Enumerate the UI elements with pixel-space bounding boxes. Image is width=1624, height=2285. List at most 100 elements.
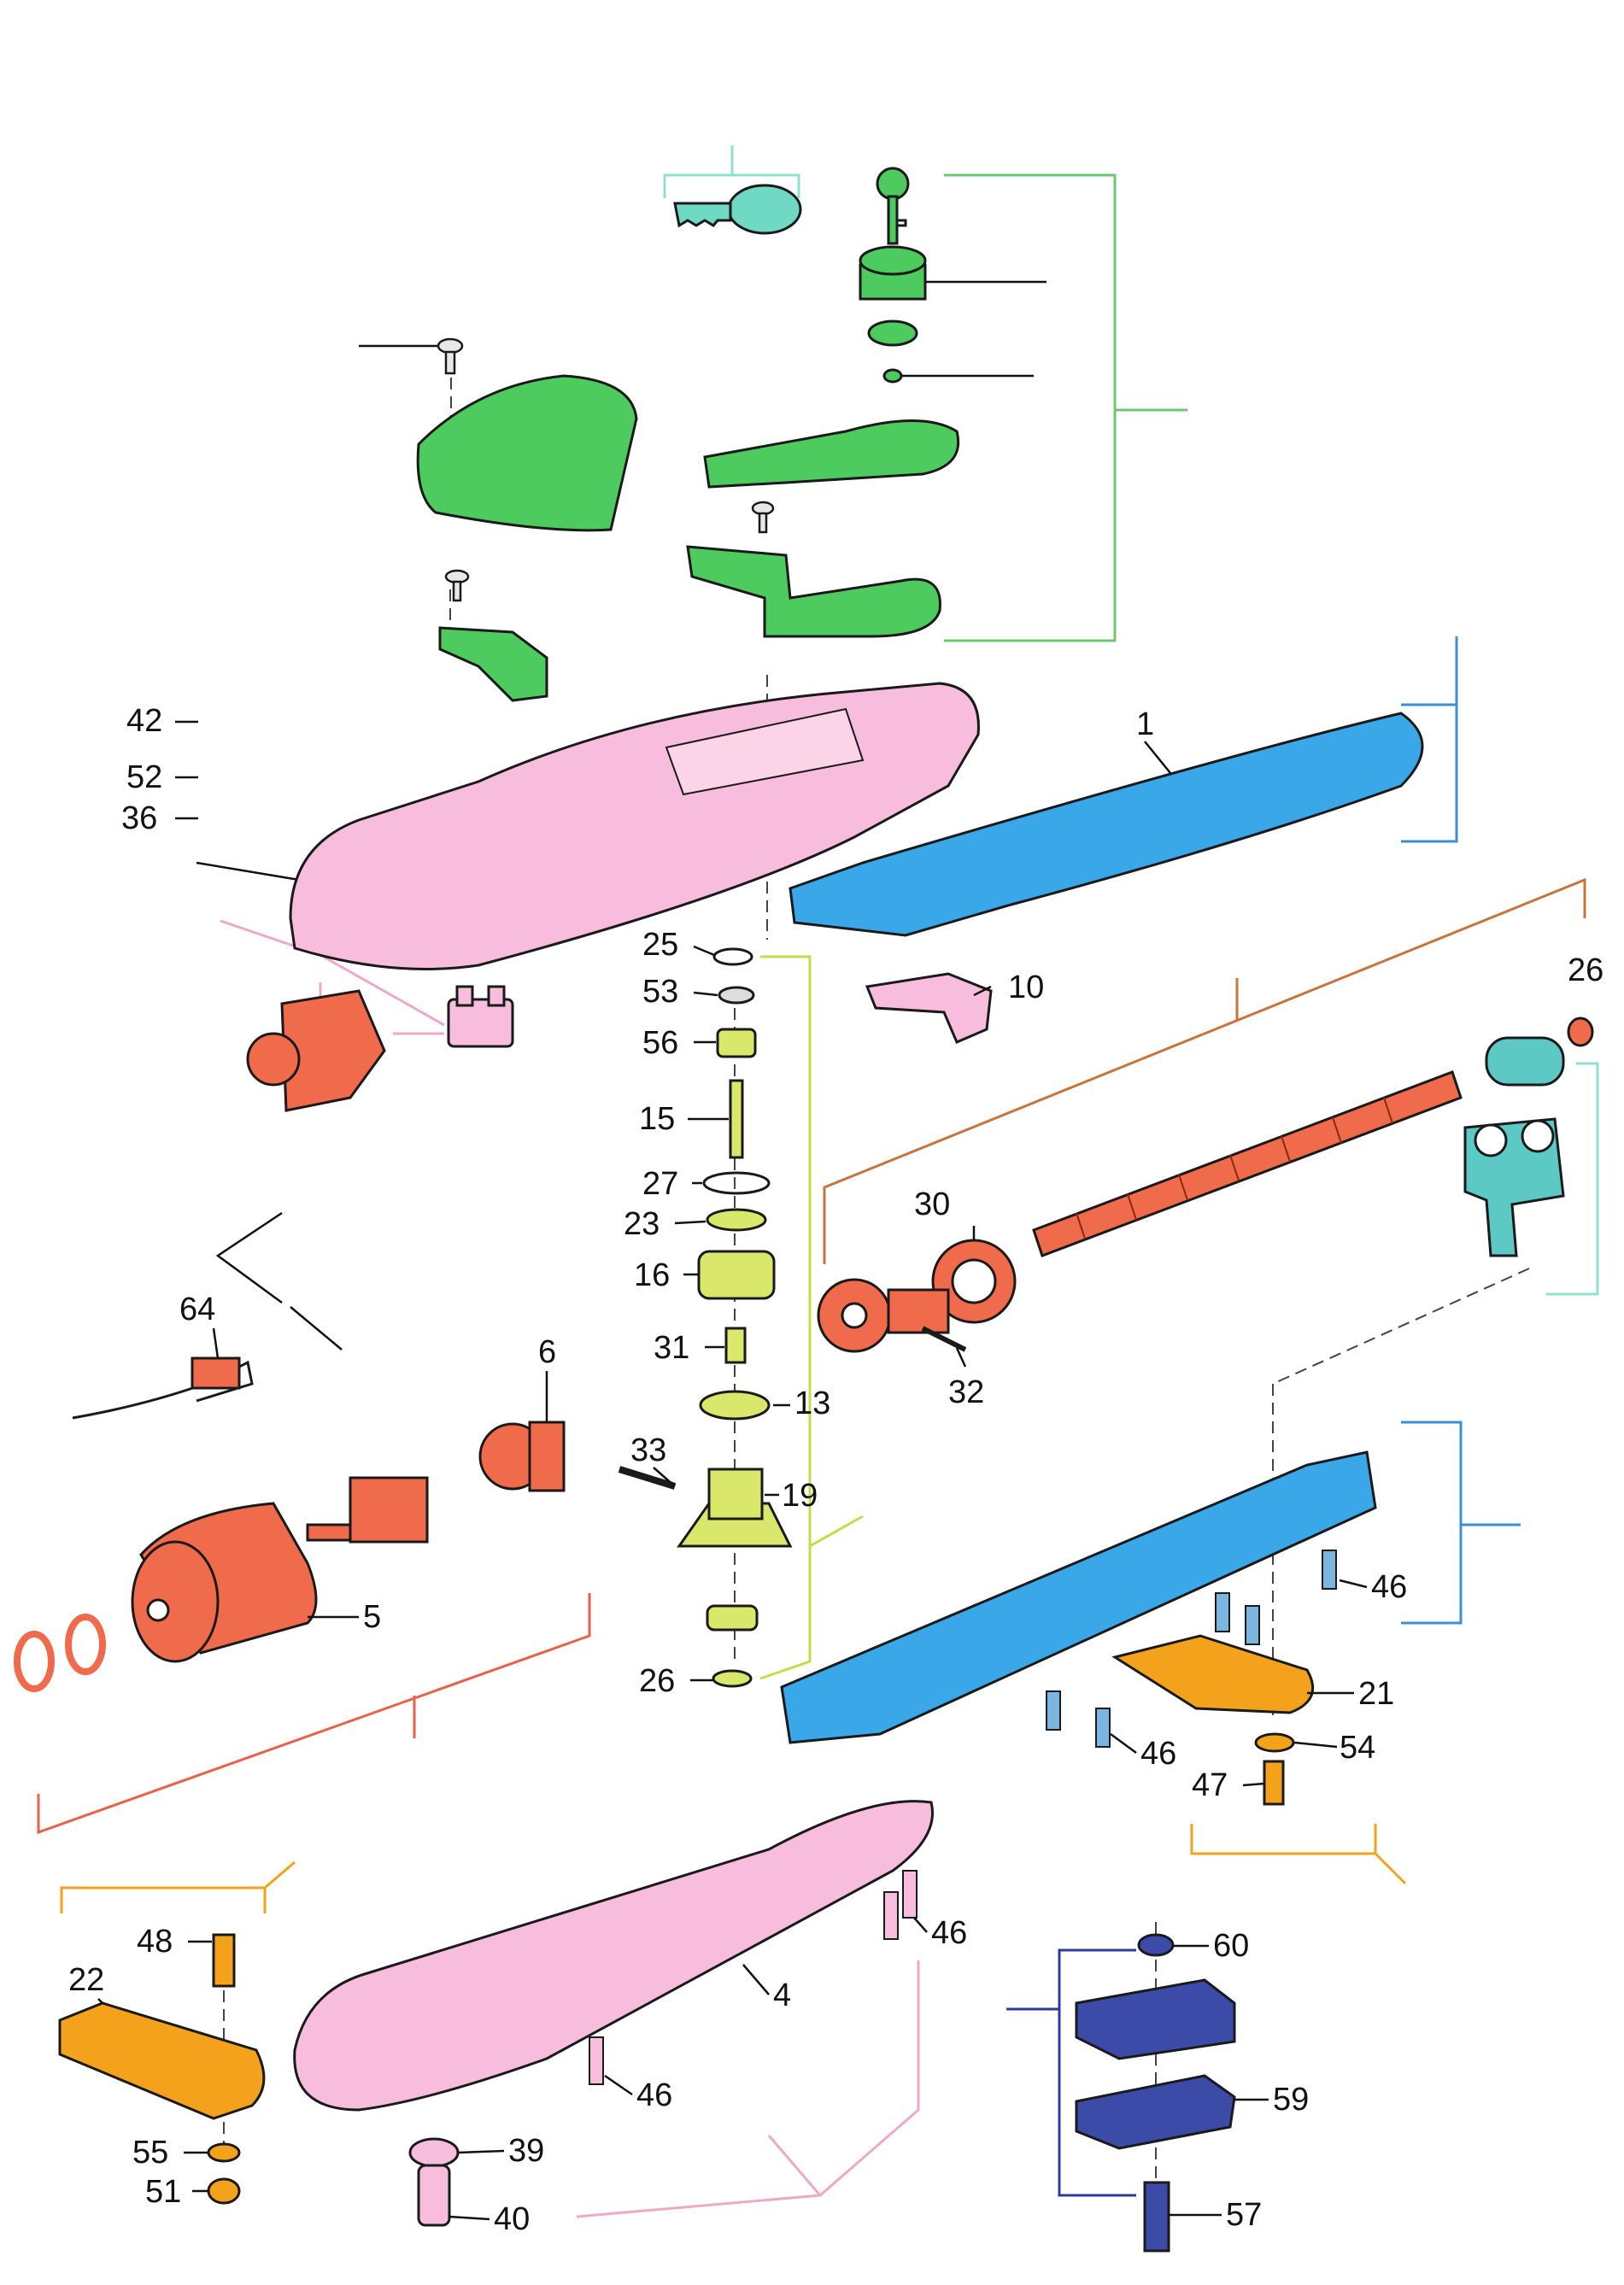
cover-screw (437, 337, 464, 375)
gear-stack-bracket (759, 955, 864, 1680)
base-plate (780, 1450, 1377, 1744)
plate-clamp-bracket (1006, 1948, 1136, 2197)
washer-55 (207, 2142, 241, 2163)
callout-46-base: 46 (1371, 1569, 1407, 1605)
callout-59: 59 (1273, 2082, 1309, 2118)
worm-6 (478, 1421, 566, 1492)
callout-6: 6 (538, 1334, 556, 1370)
callout-32: 32 (948, 1374, 984, 1410)
callout-25: 25 (642, 927, 678, 963)
washer-54 (1254, 1732, 1295, 1753)
callout-5: 5 (363, 1599, 381, 1635)
callout-46-left: 46 (636, 2077, 672, 2113)
gear-16 (697, 1250, 776, 1300)
base-bracket (1401, 1421, 1521, 1625)
left-plate-bracket (60, 1860, 296, 1913)
callout-16: 16 (634, 1257, 670, 1293)
bevel-gear-19 (677, 1468, 793, 1548)
callout-22: 22 (68, 1962, 104, 1998)
callout-42: 42 (126, 703, 162, 739)
callout-numbers: 1 42 52 36 25 53 56 15 27 23 16 31 13 33… (68, 703, 1603, 2237)
release-group-bracket (944, 173, 1187, 642)
bottom-housing-bracket (576, 1960, 920, 2218)
callout-26-lower: 26 (639, 1663, 675, 1699)
foot-39-40 (408, 2137, 460, 2227)
plate-22 (58, 2001, 266, 2120)
callout-46-mid: 46 (1140, 1736, 1176, 1772)
tube-bracket-part (1463, 1036, 1565, 1257)
key-blank (673, 184, 802, 235)
release-lever (703, 419, 960, 489)
callout-56: 56 (642, 1025, 678, 1061)
callout-23: 23 (624, 1206, 660, 1242)
motor-flange (349, 1476, 429, 1544)
washer-26-lower (712, 1669, 753, 1688)
callout-19: 19 (782, 1478, 818, 1514)
clamp-upper (1075, 1978, 1236, 2060)
encoder (246, 989, 386, 1112)
callout-4: 4 (773, 1977, 791, 2013)
blue-cover (789, 712, 1424, 937)
pillar-clip (447, 985, 514, 1048)
washer-25 (712, 947, 753, 966)
callout-54: 54 (1340, 1730, 1375, 1766)
key (876, 167, 910, 245)
screw-assembly-bracket (823, 877, 1586, 1264)
cable-connector (191, 1356, 241, 1390)
lead-screw (1032, 1070, 1463, 1257)
bottom-housing (293, 1800, 934, 2112)
callout-1: 1 (1136, 706, 1154, 742)
arm-plate-21 (1111, 1634, 1315, 1714)
lock-cylinder (859, 245, 927, 301)
callout-48: 48 (137, 1924, 173, 1960)
nut-51 (207, 2177, 241, 2205)
callout-10: 10 (1008, 970, 1044, 1005)
callout-60: 60 (1213, 1928, 1249, 1964)
top-housing-slot (665, 707, 865, 796)
bushing-lower (706, 1604, 759, 1632)
cover-latch (865, 972, 993, 1044)
callout-52: 52 (126, 759, 162, 795)
release-cam (686, 545, 941, 638)
ring-23 (706, 1208, 767, 1232)
callout-33: 33 (630, 1433, 666, 1468)
bottom-screws (589, 1870, 918, 2085)
callout-53: 53 (642, 974, 678, 1010)
callout-30: 30 (914, 1186, 950, 1222)
callout-55: 55 (132, 2135, 168, 2171)
pin-33 (618, 1466, 677, 1490)
bushing-56 (716, 1028, 757, 1058)
callout-39: 39 (508, 2133, 544, 2169)
callout-57: 57 (1226, 2197, 1262, 2233)
callout-31: 31 (654, 1330, 689, 1366)
drive-pinion (817, 1278, 950, 1353)
callout-64: 64 (179, 1292, 215, 1327)
release-bracket (438, 626, 548, 702)
washer-53 (718, 986, 755, 1005)
pin-48 (212, 1933, 236, 1988)
callout-46-right: 46 (931, 1915, 967, 1951)
callout-27: 27 (642, 1166, 678, 1202)
clamp-59 (1075, 2074, 1236, 2150)
bearing (931, 1239, 1017, 1324)
cover-bracket (1401, 636, 1458, 843)
callout-21: 21 (1358, 1676, 1394, 1712)
callout-36: 36 (121, 800, 157, 836)
bushing-13 (699, 1390, 771, 1421)
shaft-pin (921, 1326, 967, 1352)
lever-screw (751, 501, 775, 534)
callout-47: 47 (1192, 1767, 1228, 1803)
lock-pin (882, 368, 903, 384)
tube-bracket (1546, 1062, 1599, 1296)
pin-47 (1263, 1760, 1285, 1806)
motor-bracket (37, 1593, 591, 1835)
nut-60 (1137, 1933, 1175, 1957)
motor-5 (131, 1502, 356, 1663)
arm-plate-bracket (1190, 1824, 1407, 1885)
shaft-15 (729, 1079, 744, 1159)
key-blank-bracket (663, 145, 800, 198)
callout-51: 51 (145, 2174, 181, 2210)
bolt-57 (1143, 2181, 1170, 2253)
base-screws (1046, 1550, 1337, 1748)
